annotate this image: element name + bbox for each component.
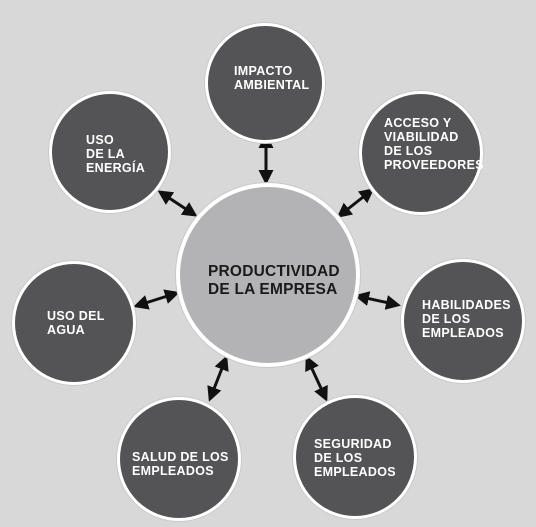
node-habilidades-empleados: HABILIDADES DE LOS EMPLEADOS [401, 259, 525, 383]
arrow-center-habilidades [354, 291, 401, 310]
arrow-center-seguridad [305, 355, 328, 402]
arrow-center-salud [207, 355, 229, 402]
node-uso-agua-label: USO DEL AGUA [47, 309, 105, 337]
center-node: PRODUCTIVIDAD DE LA EMPRESA [176, 183, 360, 367]
node-salud-empleados-label: SALUD DE LOS EMPLEADOS [132, 450, 229, 478]
center-label: PRODUCTIVIDAD DE LA EMPRESA [208, 263, 340, 298]
arrow-center-acceso [336, 188, 375, 218]
node-uso-agua: USO DEL AGUA [12, 261, 136, 385]
node-acceso-proveedores: ACCESO Y VIABILIDAD DE LOS PROVEEDORES [359, 91, 484, 215]
node-salud-empleados: SALUD DE LOS EMPLEADOS [117, 397, 241, 521]
node-habilidades-empleados-label: HABILIDADES DE LOS EMPLEADOS [422, 298, 511, 340]
node-seguridad-empleados-label: SEGURIDAD DE LOS EMPLEADOS [314, 437, 396, 479]
arrow-center-energia [157, 190, 198, 217]
node-seguridad-empleados: SEGURIDAD DE LOS EMPLEADOS [293, 395, 417, 519]
node-uso-energia-label: USO DE LA ENERGÍA [86, 133, 146, 175]
node-impacto-ambiental: IMPACTO AMBIENTAL [205, 23, 325, 143]
arrow-center-agua [133, 289, 180, 310]
node-acceso-proveedores-label: ACCESO Y VIABILIDAD DE LOS PROVEEDORES [384, 116, 484, 172]
node-uso-energia: USO DE LA ENERGÍA [49, 91, 171, 213]
node-impacto-ambiental-label: IMPACTO AMBIENTAL [234, 64, 310, 92]
